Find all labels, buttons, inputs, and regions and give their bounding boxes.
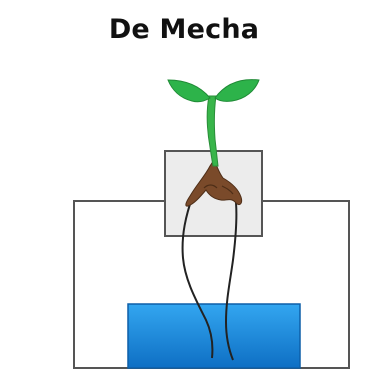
leaf-right — [214, 79, 260, 102]
plant-stem — [206, 95, 219, 167]
leaf-left — [167, 79, 211, 103]
plant-roots — [185, 159, 243, 207]
diagram-title: De Mecha — [108, 14, 260, 45]
root-detail — [203, 184, 234, 195]
water-reservoir — [127, 303, 301, 369]
wick-left — [181, 194, 214, 359]
wick-right — [224, 193, 238, 361]
